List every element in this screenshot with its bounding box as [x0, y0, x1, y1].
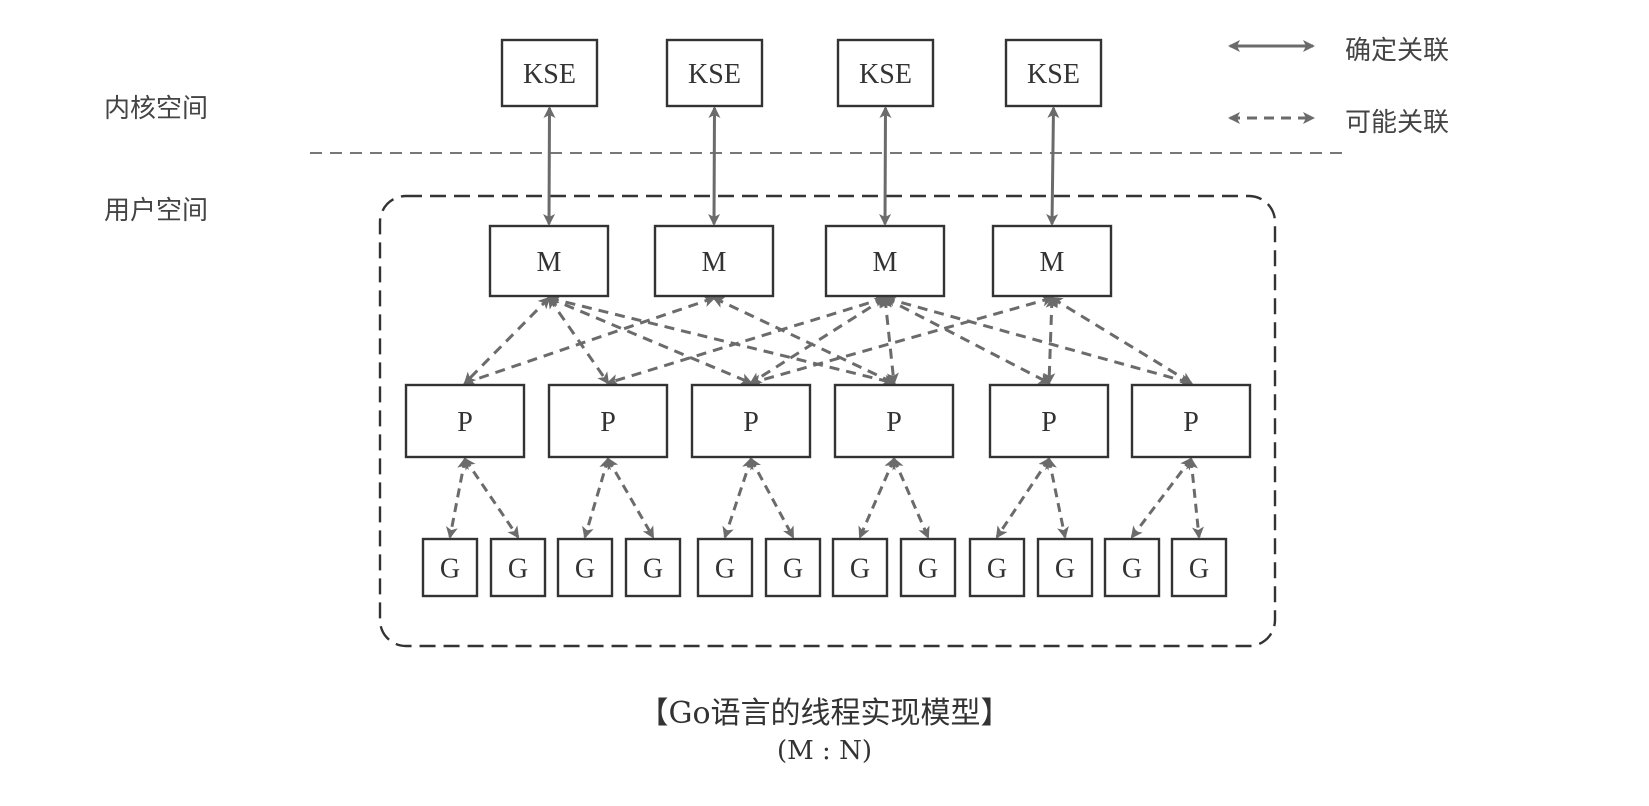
p-g-edge-0	[445, 457, 470, 539]
g-node-5: G	[764, 537, 822, 598]
m-p-edge-6	[606, 295, 887, 386]
m-node-0: M	[488, 224, 610, 298]
g-node-label: G	[1122, 553, 1142, 584]
g-node-label: G	[783, 553, 803, 584]
p-g-edge-1	[463, 457, 520, 539]
p-node-1: P	[547, 383, 669, 459]
kse-node-1: KSE	[665, 38, 764, 108]
diagram-caption-title: 【Go语言的线程实现模型】	[638, 696, 1011, 731]
p-node-2: P	[690, 383, 812, 459]
p-g-edge-6	[858, 457, 896, 539]
m-p-edge-7	[749, 296, 887, 385]
p-g-edge-10	[1130, 457, 1193, 539]
g-node-6: G	[831, 537, 889, 598]
user-space-container	[378, 194, 1277, 648]
m-p-edge-13	[1050, 296, 1193, 385]
p-g-edge-7	[892, 457, 930, 539]
m-node-1: M	[653, 224, 775, 298]
p-node-label: P	[457, 407, 473, 438]
g-node-7: G	[899, 537, 957, 598]
kernel-space-label: 内核空间	[104, 94, 209, 124]
p-g-edge-11	[1186, 457, 1204, 539]
kse-node-label: KSE	[1027, 59, 1080, 90]
g-node-label: G	[987, 553, 1007, 584]
g-node-11: G	[1170, 537, 1228, 598]
m-node-3: M	[991, 224, 1113, 298]
user-space-label: 用户空间	[104, 196, 209, 226]
kse-node-label: KSE	[688, 59, 741, 90]
g-node-0: G	[421, 537, 479, 598]
m-p-edge-4	[463, 295, 716, 386]
g-node-label: G	[715, 553, 735, 584]
p-node-label: P	[600, 407, 616, 438]
p-node-label: P	[886, 407, 902, 438]
g-node-label: G	[1055, 553, 1075, 584]
g-node-label: G	[508, 553, 528, 584]
p-g-edge-9	[1045, 457, 1069, 539]
g-node-1: G	[489, 537, 547, 598]
m-node-label: M	[1040, 247, 1065, 278]
m-p-edge-0	[463, 296, 551, 385]
p-node-5: P	[1130, 383, 1252, 459]
m-p-edge-8	[880, 296, 899, 385]
g-node-10: G	[1103, 537, 1161, 598]
m-p-edge-11	[749, 294, 1054, 387]
kse-m-edge-2	[879, 106, 892, 226]
nodes-layer: KSE KSE KSE KSE M M M M P P P P P P G G G G G G G G G G G G	[404, 38, 1252, 598]
edges-layer	[310, 40, 1350, 648]
m-p-edge-12	[1043, 296, 1058, 385]
g-node-label: G	[850, 553, 870, 584]
g-node-4: G	[696, 537, 754, 598]
g-node-2: G	[556, 537, 614, 598]
kse-m-edge-0	[543, 106, 556, 226]
g-node-label: G	[918, 553, 938, 584]
kse-node-2: KSE	[836, 38, 935, 108]
p-node-0: P	[404, 383, 526, 459]
kse-node-3: KSE	[1004, 38, 1103, 108]
legend-dashed-label: 可能关联	[1345, 108, 1450, 138]
m-p-edge-9	[883, 296, 1051, 385]
p-node-label: P	[1041, 407, 1057, 438]
m-node-label: M	[537, 247, 562, 278]
m-p-edge-10	[883, 294, 1193, 387]
g-node-9: G	[1036, 537, 1094, 598]
p-g-edge-2	[582, 457, 611, 539]
kse-node-label: KSE	[523, 59, 576, 90]
kse-m-edge-1	[708, 106, 721, 226]
p-g-edge-4	[722, 457, 754, 539]
p-g-edge-5	[749, 457, 795, 539]
p-g-edge-8	[995, 457, 1051, 539]
p-node-label: P	[1183, 407, 1199, 438]
g-node-label: G	[440, 553, 460, 584]
kse-m-edge-3	[1046, 106, 1060, 226]
g-node-label: G	[1189, 553, 1209, 584]
p-node-3: P	[833, 383, 955, 459]
kse-node-0: KSE	[500, 38, 599, 108]
g-node-label: G	[643, 553, 663, 584]
m-node-label: M	[873, 247, 898, 278]
g-node-8: G	[968, 537, 1026, 598]
g-node-label: G	[575, 553, 595, 584]
p-node-4: P	[988, 383, 1110, 459]
m-node-label: M	[702, 247, 727, 278]
p-node-label: P	[743, 407, 759, 438]
p-g-edge-3	[606, 457, 655, 539]
kse-node-label: KSE	[859, 59, 912, 90]
legend-solid-label: 确定关联	[1345, 36, 1450, 66]
g-node-3: G	[624, 537, 682, 598]
m-node-2: M	[824, 224, 946, 298]
diagram-caption-subtitle: (M : N)	[777, 736, 872, 766]
